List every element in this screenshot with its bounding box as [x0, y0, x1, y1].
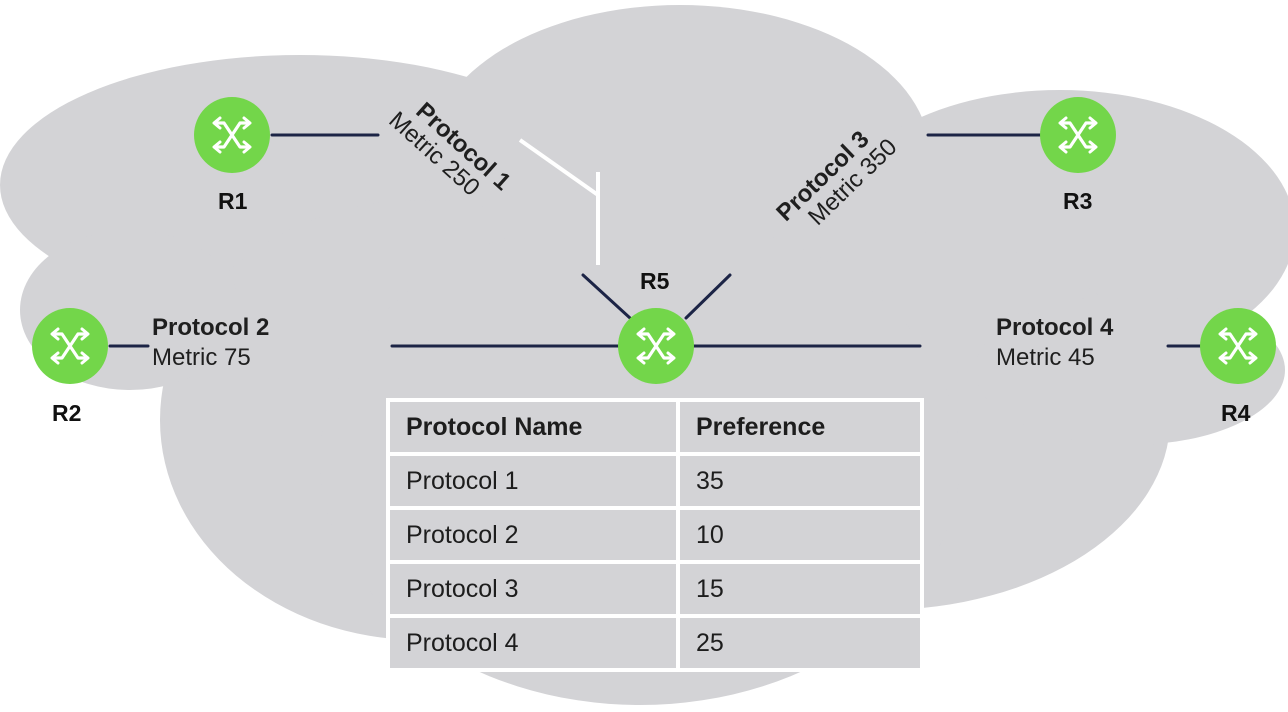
table-row: Protocol 4 25 [390, 618, 920, 668]
table-cell-preference: 35 [680, 456, 920, 506]
link-r5-p1 [581, 273, 632, 320]
cloud-gaps [518, 138, 600, 265]
router-r1 [194, 97, 270, 173]
table-cell-preference: 10 [680, 510, 920, 560]
router-r4 [1200, 308, 1276, 384]
router-label-r4: R4 [1221, 400, 1251, 426]
table-header-row: Protocol Name Preference [390, 402, 920, 452]
table-cell-protocol: Protocol 2 [390, 510, 676, 560]
router-label-r1: R1 [218, 188, 248, 214]
table-cell-preference: 15 [680, 564, 920, 614]
protocol-4-metric: Metric 45 [996, 344, 1095, 371]
column-header-preference: Preference [680, 402, 920, 452]
protocol-4-name: Protocol 4 [996, 314, 1114, 341]
table-row: Protocol 1 35 [390, 456, 920, 506]
router-label-r3: R3 [1063, 188, 1093, 214]
router-r2 [32, 308, 108, 384]
table-cell-protocol: Protocol 1 [390, 456, 676, 506]
protocol-2-name: Protocol 2 [152, 314, 270, 341]
column-header-protocol-name: Protocol Name [390, 402, 676, 452]
table-cell-protocol: Protocol 3 [390, 564, 676, 614]
protocol-2-metric: Metric 75 [152, 344, 251, 371]
table-row: Protocol 2 10 [390, 510, 920, 560]
router-label-r5: R5 [640, 268, 670, 294]
table-cell-protocol: Protocol 4 [390, 618, 676, 668]
router-r3 [1040, 97, 1116, 173]
router-label-r2: R2 [52, 400, 82, 426]
preference-table: Protocol Name Preference Protocol 1 35 P… [386, 398, 924, 672]
table-cell-preference: 25 [680, 618, 920, 668]
router-r5 [618, 308, 694, 384]
table-row: Protocol 3 15 [390, 564, 920, 614]
link-r5-p3 [684, 273, 732, 320]
